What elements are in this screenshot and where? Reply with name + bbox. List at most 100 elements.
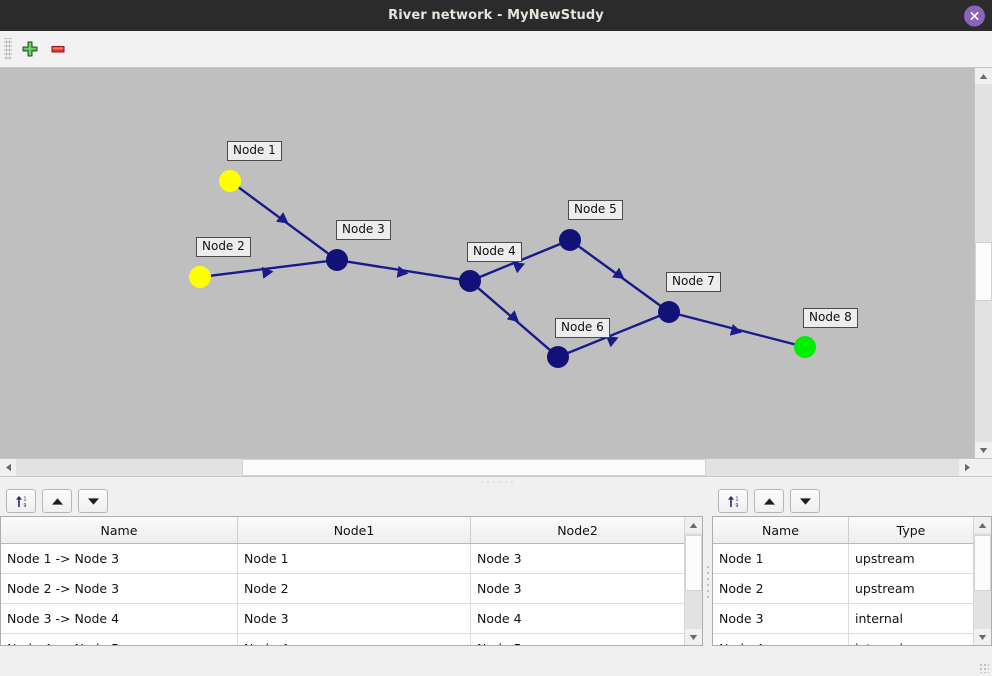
nodes-col-type[interactable]: Type (848, 517, 973, 544)
table-cell[interactable]: Node 2 (713, 573, 849, 604)
graph-node-label-node1[interactable]: Node 1 (227, 141, 282, 161)
graph-node-label-node6[interactable]: Node 6 (555, 318, 610, 338)
window-title: River network - MyNewStudy (388, 8, 604, 23)
branches-col-node1[interactable]: Node1 (237, 517, 471, 544)
branches-vertical-scrollbar[interactable] (684, 517, 702, 645)
branches-scroll-down-button[interactable] (685, 629, 701, 645)
table-cell[interactable]: upstream (848, 573, 973, 604)
node-row[interactable]: Node 4internal (713, 633, 973, 645)
table-cell[interactable]: Node 4 (713, 633, 849, 645)
branches-vscroll-track[interactable] (685, 533, 702, 629)
svg-text:1: 1 (23, 496, 26, 502)
table-cell[interactable]: Node 4 (237, 633, 471, 645)
graph-node-node7[interactable] (658, 301, 680, 323)
graph-node-node2[interactable] (189, 266, 211, 288)
toolbar-drag-handle[interactable] (4, 38, 12, 60)
river-network-diagram[interactable]: Node 1 Node 2 Node 3 Node 4 Node 5 Node 6 Node… (0, 68, 974, 458)
edge-direction-arrow-icon (261, 266, 274, 279)
graph-node-label-node2[interactable]: Node 2 (196, 237, 251, 257)
table-cell[interactable]: internal (848, 603, 973, 634)
scroll-right-button[interactable] (959, 459, 975, 475)
table-cell[interactable]: Node 4 (470, 603, 684, 634)
nodes-vscroll-thumb[interactable] (974, 534, 991, 591)
table-cell[interactable]: Node 3 (237, 603, 471, 634)
graph-node-node4[interactable] (459, 270, 481, 292)
canvas-hscroll-track[interactable] (16, 459, 959, 476)
table-cell[interactable]: Node 2 (237, 573, 471, 604)
nodes-sort-button[interactable]: 1 9 (718, 489, 748, 513)
canvas-vertical-scrollbar[interactable] (974, 68, 992, 458)
edge-Node6-Node7[interactable] (566, 314, 661, 355)
branches-vscroll-thumb[interactable] (685, 534, 702, 591)
table-cell[interactable]: Node 1 -> Node 3 (1, 543, 238, 574)
branches-move-up-button[interactable] (42, 489, 72, 513)
graph-node-node6[interactable] (547, 346, 569, 368)
graph-node-label-node3[interactable]: Node 3 (336, 220, 391, 240)
nodes-scroll-up-button[interactable] (974, 517, 990, 533)
table-cell[interactable]: Node 3 -> Node 4 (1, 603, 238, 634)
table-cell[interactable]: Node 3 (470, 573, 684, 604)
graph-node-label-node5[interactable]: Node 5 (568, 200, 623, 220)
window-resize-grip[interactable] (979, 663, 989, 673)
nodes-col-name[interactable]: Name (713, 517, 849, 544)
graph-node-node3[interactable] (326, 249, 348, 271)
branches-col-name[interactable]: Name (1, 517, 238, 544)
table-cell[interactable]: Node 3 (713, 603, 849, 634)
table-cell[interactable]: Node 2 -> Node 3 (1, 573, 238, 604)
graph-node-label-node4[interactable]: Node 4 (467, 242, 522, 262)
table-cell[interactable]: upstream (848, 543, 973, 574)
branches-col-node2[interactable]: Node2 (470, 517, 684, 544)
scroll-left-button[interactable] (0, 459, 16, 475)
branches-move-down-button[interactable] (78, 489, 108, 513)
horizontal-splitter[interactable] (0, 476, 992, 486)
canvas-horizontal-scrollbar[interactable] (0, 458, 992, 476)
edge-direction-arrow-icon (276, 212, 289, 224)
triangle-down-icon (979, 447, 987, 453)
graph-node-node5[interactable] (559, 229, 581, 251)
table-cell[interactable]: Node 1 (237, 543, 471, 574)
table-cell[interactable]: Node 3 (470, 543, 684, 574)
edge-direction-arrow-icon (396, 265, 409, 278)
edge-direction-arrow-icon (612, 267, 625, 279)
add-node-icon (22, 41, 38, 57)
triangle-down-icon (689, 634, 697, 640)
nodes-vscroll-track[interactable] (974, 533, 991, 629)
nodes-move-down-button[interactable] (790, 489, 820, 513)
branches-scroll-up-button[interactable] (685, 517, 701, 533)
scroll-down-button[interactable] (975, 442, 991, 458)
canvas-hscroll-thumb[interactable] (242, 459, 707, 476)
graph-node-label-node8[interactable]: Node 8 (803, 308, 858, 328)
table-cell[interactable]: Node 4 -> Node 5 (1, 633, 238, 645)
nodes-pane: 1 9 (712, 486, 992, 676)
scroll-up-button[interactable] (975, 68, 991, 84)
nodes-scroll-down-button[interactable] (974, 629, 990, 645)
close-window-button[interactable] (964, 5, 985, 26)
graph-node-label-node7[interactable]: Node 7 (666, 272, 721, 292)
nodes-vertical-scrollbar[interactable] (973, 517, 991, 645)
table-cell[interactable]: Node 5 (470, 633, 684, 645)
svg-text:1: 1 (735, 496, 738, 502)
nodes-move-up-button[interactable] (754, 489, 784, 513)
vertical-splitter[interactable] (703, 486, 712, 676)
graph-node-node8[interactable] (794, 336, 816, 358)
branches-sort-button[interactable]: 1 9 (6, 489, 36, 513)
add-node-button[interactable] (16, 35, 44, 63)
branches-header-row: Name Node1 Node2 (1, 517, 684, 544)
canvas-vscroll-track[interactable] (975, 84, 992, 442)
graph-node-node1[interactable] (219, 170, 241, 192)
table-cell[interactable]: Node 1 (713, 543, 849, 574)
edge-Node2-Node3[interactable] (209, 260, 328, 277)
canvas-vscroll-thumb[interactable] (975, 241, 992, 301)
delete-node-button[interactable] (44, 35, 72, 63)
table-cell[interactable]: internal (848, 633, 973, 645)
nodes-header-row: Name Type (713, 517, 973, 544)
